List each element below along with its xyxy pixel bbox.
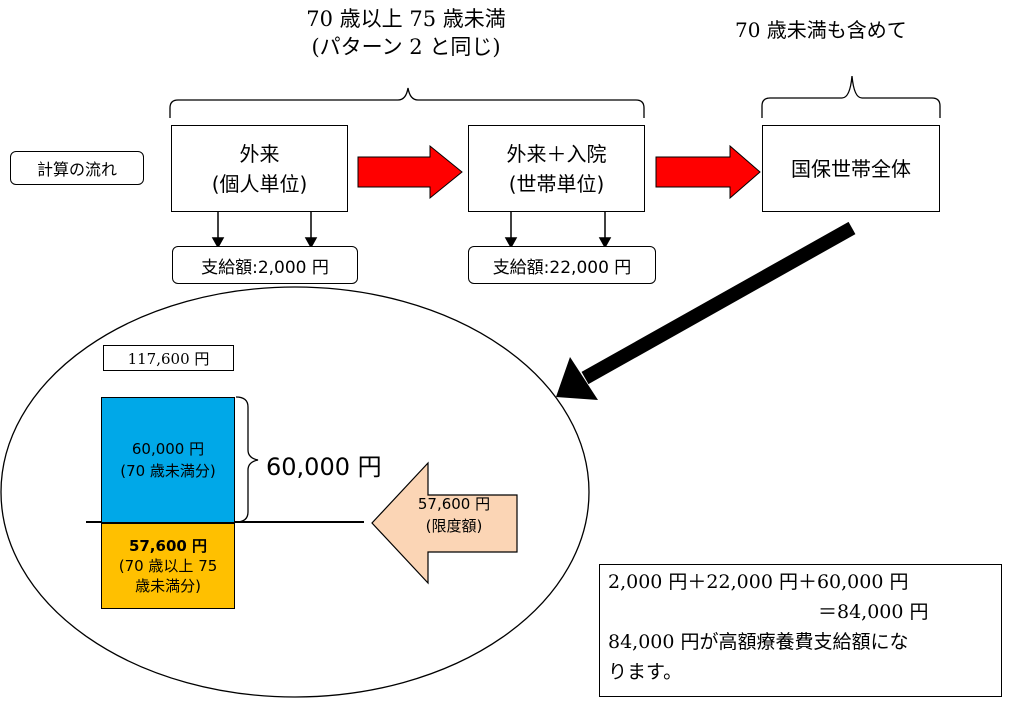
summary-line1: 2,000 円＋22,000 円＋60,000 円 [608,571,909,593]
step-whole-household: 国保世帯全体 [762,125,940,212]
step-2-line2: (世帯単位) [508,171,605,196]
summary-line4: ります。 [608,661,683,683]
step-outpatient-individual: 外来 (個人単位) [171,125,348,212]
limit-note: (限度額) [425,517,483,535]
step-1-line2: (個人単位) [211,171,308,196]
total-label: 117,600 円 [103,345,234,371]
flow-label-text: 計算の流れ [36,160,117,179]
over70-note-1: (70 歳以上 75 [118,557,218,575]
over70-note-2: 歳未満分) [135,577,201,595]
payment-2-label: 支給額:22,000 円 [492,257,632,278]
step-3-line1: 国保世帯全体 [791,156,911,181]
group2-brace [761,75,941,118]
step-1-line1: 外来 [239,141,280,166]
step-2-line1: 外来＋入院 [506,141,607,166]
summary-line2: ＝84,000 円 [818,601,929,623]
group1-brace [169,87,645,118]
limit-arrow [371,461,518,585]
under70-block: 60,000 円 (70 歳未満分) [101,397,235,523]
limit-value: 57,600 円 [417,495,491,513]
group1-header-line2: (パターン 2 と同じ) [311,35,501,59]
over70-value: 57,600 円 [128,537,208,555]
value-brace [235,396,259,523]
pointer-arrow-shaft [581,221,856,385]
payment-box-1: 支給額:2,000 円 [172,246,358,284]
limit-arrow-text: 57,600 円 (限度額) [392,493,516,537]
brace-value-label: 60,000 円 [266,453,382,481]
detail-ellipse [0,286,590,698]
over70-block: 57,600 円 (70 歳以上 75 歳未満分) [101,523,235,609]
under70-value: 60,000 円 [131,440,205,458]
step-outpatient-inpatient-household: 外来＋入院 (世帯単位) [468,125,645,212]
payment-box-2: 支給額:22,000 円 [468,246,656,284]
group1-header: 70 歳以上 75 歳未満 (パターン 2 と同じ) [270,5,542,61]
red-arrow-1 [357,144,463,200]
red-arrow-2 [655,144,761,200]
pointer-arrow-head [556,357,598,400]
down-arrows [211,210,612,249]
flow-label: 計算の流れ [10,151,144,185]
total-label-text: 117,600 円 [127,349,210,368]
under70-note: (70 歳未満分) [120,462,216,480]
group2-header: 70 歳未満も含めて [735,18,907,42]
summary-line3: 84,000 円が高額療養費支給額にな [608,631,909,653]
group1-header-line1: 70 歳以上 75 歳未満 [306,7,506,31]
summary-box: 2,000 円＋22,000 円＋60,000 円 ＝84,000 円 84,0… [599,564,1002,697]
payment-1-label: 支給額:2,000 円 [201,257,329,278]
